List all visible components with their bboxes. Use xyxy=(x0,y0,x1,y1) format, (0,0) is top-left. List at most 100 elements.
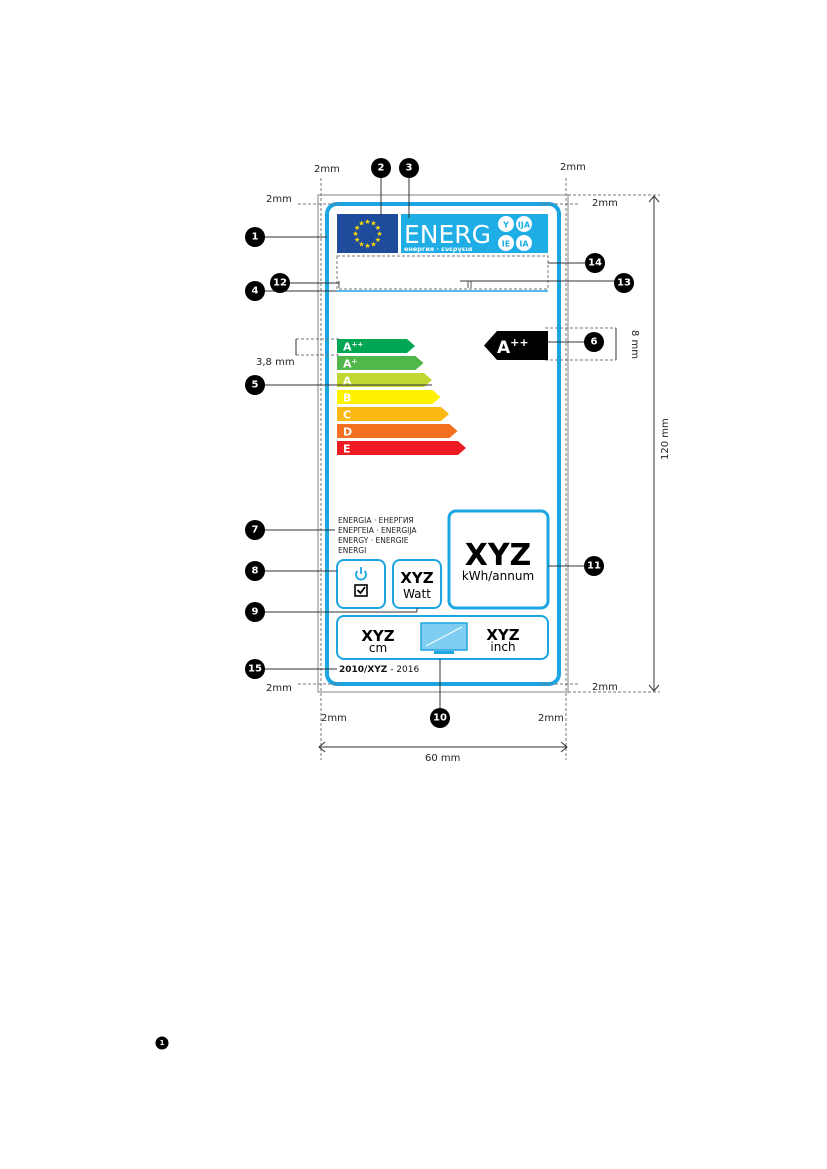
footnote-marker-label: 1 xyxy=(160,1039,165,1047)
outer-boundary xyxy=(317,194,569,693)
energy-words: ENERGIA · ЕНЕРГИЯ ΕΝΕΡΓΕΙΑ · ENERGIJA EN… xyxy=(338,516,417,555)
badge: Y xyxy=(502,221,509,230)
consumption-box xyxy=(447,509,550,610)
size-cm-value: XYZ xyxy=(361,627,394,645)
badge: IA xyxy=(519,240,529,249)
rating-arrow xyxy=(484,331,548,360)
callout-marker xyxy=(584,556,604,576)
regulation-text: 2010/XYZ - 2016 xyxy=(339,665,419,675)
screen-size-box xyxy=(336,615,549,660)
callout-number: 6 xyxy=(591,337,598,348)
tv-diagonal-icon xyxy=(420,622,468,654)
scale-bar-label: A xyxy=(343,375,352,388)
scale-bar-label: E xyxy=(343,443,351,456)
scale-bar xyxy=(337,441,466,455)
callout-number: 8 xyxy=(252,566,259,577)
star-icon: ★ xyxy=(376,230,382,238)
star-icon: ★ xyxy=(352,230,358,238)
badge: IE xyxy=(502,240,510,249)
callout-marker xyxy=(430,708,450,728)
callout-marker xyxy=(245,281,265,301)
dim-bar-height: 3,8 mm xyxy=(256,357,295,368)
dim-margin-top-right: 2mm xyxy=(560,162,586,173)
scale-bar xyxy=(337,424,458,438)
callout-marker xyxy=(371,158,391,178)
callout-number: 15 xyxy=(248,664,262,675)
star-icon: ★ xyxy=(364,242,370,250)
callout-number: 4 xyxy=(252,286,259,297)
star-icon: ★ xyxy=(375,236,381,244)
scale-bar xyxy=(337,390,441,404)
callout-number: 11 xyxy=(587,561,601,572)
callout-marker xyxy=(585,253,605,273)
scale-bar xyxy=(337,339,415,353)
star-icon: ★ xyxy=(358,240,364,248)
energy-word-line: ENERGI xyxy=(338,546,366,555)
badge: IJA xyxy=(518,221,531,230)
dim-margin-left-bottom: 2mm xyxy=(266,683,292,694)
footnote-marker xyxy=(155,1036,169,1050)
regulation-year: - 2016 xyxy=(387,665,419,675)
scale-bar-label: A++ xyxy=(343,341,363,354)
star-icon: ★ xyxy=(354,236,360,244)
callout-number: 1 xyxy=(252,232,259,243)
dim-margin-bottom-right: 2mm xyxy=(538,713,564,724)
callout-marker xyxy=(245,520,265,540)
energy-word-line: ENERGIA · ЕНЕРГИЯ xyxy=(338,516,414,525)
star-icon: ★ xyxy=(354,224,360,232)
dimension-lines xyxy=(295,178,660,760)
star-icon: ★ xyxy=(364,218,370,226)
callout-marker xyxy=(399,158,419,178)
power-icon xyxy=(355,567,367,581)
star-icon: ★ xyxy=(358,220,364,228)
scale-bar xyxy=(337,407,449,421)
dim-margin-left-top: 2mm xyxy=(266,194,292,205)
dim-width: 60 mm xyxy=(425,753,460,764)
supplier-model-area xyxy=(336,255,549,290)
callout-number: 13 xyxy=(617,278,631,289)
callout-number: 7 xyxy=(252,525,259,536)
callout-marker xyxy=(614,273,634,293)
scale-bar-label: C xyxy=(343,409,351,422)
size-inch-unit: inch xyxy=(490,640,515,654)
size-inch-value: XYZ xyxy=(486,626,519,644)
callout-number: 12 xyxy=(273,278,287,289)
energy-word-line: ΕΝΕΡΓΕΙΑ · ENERGIJA xyxy=(338,526,417,535)
callout-marker xyxy=(270,273,290,293)
checkbox-checked-icon xyxy=(354,584,368,597)
dim-height: 120 mm xyxy=(660,418,671,460)
callout-number: 10 xyxy=(433,713,447,724)
dim-margin-bottom-left: 2mm xyxy=(321,713,347,724)
dim-margin-top-left: 2mm xyxy=(314,164,340,175)
energy-word-line: ENERGY · ENERGIE xyxy=(338,536,409,545)
scale-bar-label: B xyxy=(343,392,351,405)
callout-number: 5 xyxy=(252,380,259,391)
scale-bar-label: D xyxy=(343,426,352,439)
leader-lines xyxy=(255,168,624,718)
dim-margin-right-bottom: 2mm xyxy=(592,682,618,693)
energ-subtitle: енергия · ενεργεια xyxy=(404,245,473,253)
power-switch-box xyxy=(336,559,386,609)
star-icon: ★ xyxy=(370,240,376,248)
consumption-value: XYZ xyxy=(465,538,532,573)
callout-marker xyxy=(245,659,265,679)
star-icon: ★ xyxy=(370,220,376,228)
scale-bar-label: A+ xyxy=(343,358,358,371)
callout-number: 14 xyxy=(588,258,602,269)
scale-bar xyxy=(337,373,432,387)
dim-arrow-height: 8 mm xyxy=(629,330,640,359)
eu-stars: ★★★★★★★★★★★★ xyxy=(352,218,382,250)
power-unit: Watt xyxy=(403,587,431,601)
callout-marker xyxy=(584,332,604,352)
callout-marker xyxy=(245,602,265,622)
scale-bar xyxy=(337,356,424,370)
energ-logo-text: ENERG xyxy=(404,220,491,249)
power-value: XYZ xyxy=(400,569,433,587)
callout-number: 3 xyxy=(406,163,413,174)
callout-number: 2 xyxy=(378,163,385,174)
size-cm-unit: cm xyxy=(369,641,387,655)
callout-marker xyxy=(245,375,265,395)
